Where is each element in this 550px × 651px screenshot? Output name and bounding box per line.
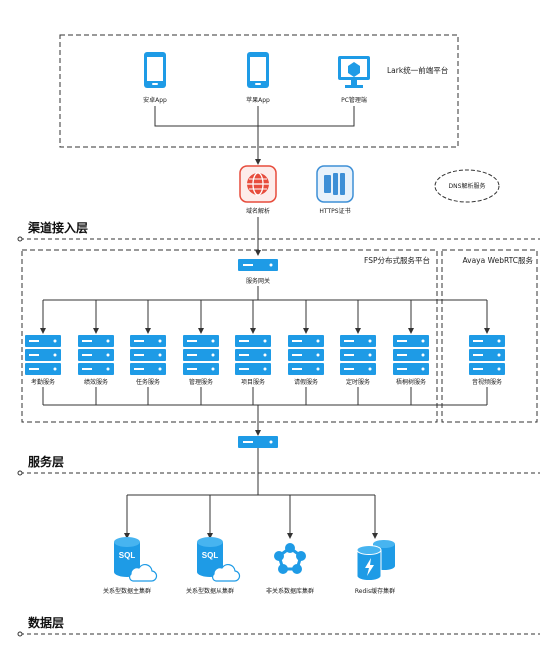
fsp-group-box: [21, 249, 438, 423]
server-icon: [235, 335, 271, 375]
store-label-nosql: 非关系数据库集群: [266, 587, 314, 595]
service-layer-title: 服务层: [28, 454, 64, 469]
clients-connector: [154, 106, 355, 127]
store-label-sql-primary: 关系型数据主集群: [103, 587, 151, 595]
service-node-av: 音视频服务: [469, 335, 505, 386]
service-label-av: 音视频服务: [472, 378, 502, 386]
service-drop-arrows: [40, 300, 490, 334]
avaya-group-box: [441, 249, 538, 423]
dns-globe-icon: [239, 165, 277, 203]
store-node-sql-replica: SQL 关系型数据从集群: [186, 536, 241, 595]
server-icon: [183, 335, 219, 375]
store-label-redis: Redis缓存集群: [355, 587, 395, 595]
client-label-ios: 苹果App: [246, 96, 270, 104]
server-icon: [340, 335, 376, 375]
service-label-wutongshu: 梧桐树服务: [396, 378, 426, 386]
store-node-nosql: 非关系数据库集群: [266, 543, 314, 595]
nosql-cluster-icon: [274, 543, 306, 574]
redis-cache-icon: [356, 540, 395, 581]
service-label-attendance: 考勤服务: [31, 378, 55, 386]
server-icon: [469, 335, 505, 375]
service-label-project: 项目服务: [241, 378, 265, 386]
fsp-title: FSP分布式服务平台: [364, 255, 430, 265]
store-label-sql-replica: 关系型数据从集群: [186, 587, 234, 595]
pc-monitor-icon: [338, 56, 370, 88]
gateway-label: 服务网关: [246, 277, 270, 285]
server-icon: [78, 335, 114, 375]
channel-layer-title: 渠道接入层: [28, 220, 88, 235]
server-icon: [288, 335, 324, 375]
service-label-task: 任务服务: [136, 378, 160, 386]
service-node-attendance: 考勤服务: [25, 335, 61, 386]
server-icon: [130, 335, 166, 375]
iphone-icon: [247, 52, 269, 88]
client-label-android: 安卓App: [143, 96, 167, 104]
service-label-management: 管理服务: [189, 378, 213, 386]
dns-service-label: DNS解析服务: [449, 182, 486, 190]
store-node-sql-primary: SQL 关系型数据主集群: [103, 536, 158, 595]
server-icon: [25, 335, 61, 375]
service-node-performance: 绩效服务: [78, 335, 114, 386]
dns-service-bubble: [434, 169, 500, 203]
frontend-group-box: [59, 34, 459, 148]
sql-text-primary: SQL: [119, 551, 136, 560]
service-label-leave: 请假服务: [294, 378, 318, 386]
service-gateway-icon: [238, 259, 278, 271]
service-label-scheduler: 定时服务: [346, 378, 370, 386]
data-layer-title: 数据层: [28, 615, 64, 630]
platform-title: Lark统一前端平台: [387, 65, 448, 75]
https-certificate-icon: [316, 165, 354, 203]
client-label-pc: PC管理端: [341, 96, 367, 104]
data-drop-arrows: [124, 495, 378, 539]
android-phone-icon: [144, 52, 166, 88]
service-return-lines: [42, 387, 488, 405]
avaya-title: Avaya WebRTC服务: [462, 255, 533, 265]
service-node-project: 项目服务: [235, 335, 271, 386]
dns-label: 域名解析: [246, 207, 270, 215]
service-node-scheduler: 定时服务: [340, 335, 376, 386]
service-node-leave: 请假服务: [288, 335, 324, 386]
store-node-redis: Redis缓存集群: [355, 540, 395, 595]
server-icon: [393, 335, 429, 375]
https-label: HTTPS证书: [319, 207, 350, 215]
service-label-performance: 绩效服务: [84, 378, 108, 386]
service-node-management: 管理服务: [183, 335, 219, 386]
service-node-wutongshu: 梧桐树服务: [393, 335, 429, 386]
service-node-task: 任务服务: [130, 335, 166, 386]
sql-text-replica: SQL: [202, 551, 219, 560]
data-load-balancer-icon: [238, 436, 278, 448]
